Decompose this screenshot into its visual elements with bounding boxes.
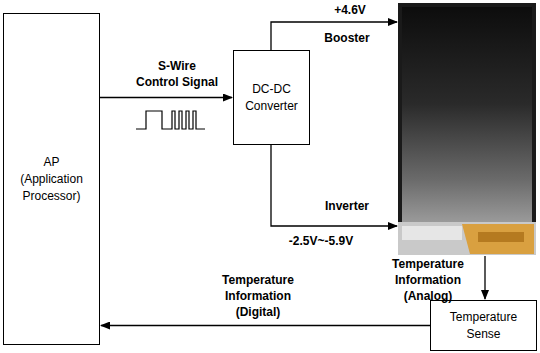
edge-label: S-Wire Control Signal (136, 58, 219, 90)
process-box: DC-DC Converter (233, 50, 310, 145)
process-box: AP (Application Processor) (3, 13, 100, 345)
voltage-label: +4.6V (320, 2, 380, 18)
signal-arrow (101, 325, 430, 326)
voltage-label: Booster (312, 30, 382, 46)
box-text: DC-DC Converter (241, 81, 303, 115)
lcd-panel (398, 3, 536, 255)
box-text: AP (Application Processor) (12, 154, 92, 205)
inverter-wire (271, 145, 397, 226)
analog-wire (484, 256, 485, 299)
signal-label: Temperature Information (Analog) (383, 256, 473, 304)
box-text: Temperature Sense (444, 309, 524, 343)
voltage-label: Inverter (312, 198, 382, 214)
booster-wire (271, 22, 397, 50)
process-box: Temperature Sense (430, 300, 537, 351)
edge-label: Temperature Information (Digital) (213, 272, 303, 320)
voltage-label: -2.5V~-5.9V (266, 233, 376, 249)
signal-arrow (100, 97, 232, 98)
swire-waveform (136, 111, 205, 129)
